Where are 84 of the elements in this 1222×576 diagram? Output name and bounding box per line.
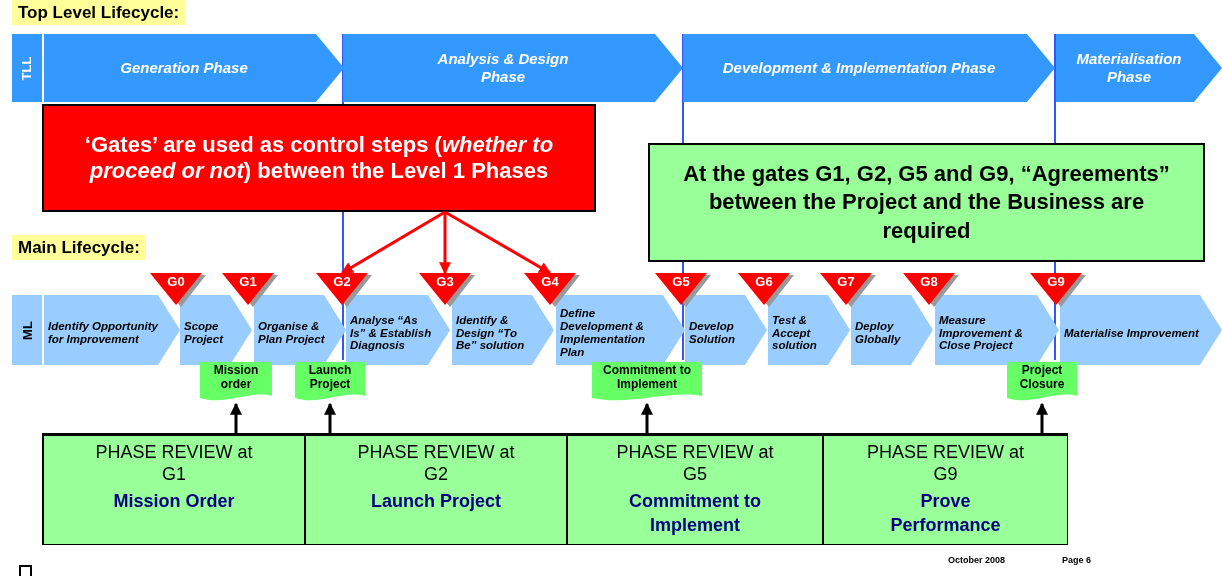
phase-label: Development & Implementation Phase: [722, 59, 996, 77]
process-step: [254, 295, 346, 365]
lane-tag: [12, 34, 42, 102]
arrow: [340, 210, 446, 275]
step-label: Measure Improvement & Close Project: [939, 313, 1024, 353]
process-step: [556, 295, 685, 365]
phase-label: Analysis & Design Phase: [436, 50, 570, 86]
phase-label: Generation Phase: [120, 59, 248, 77]
arrow: [641, 402, 653, 433]
note-text: At the gates G1, G2, G5 and G9, “Agreements” between the Project and the Business are required: [682, 159, 1171, 245]
process-step: [851, 295, 933, 365]
gate-label: G7: [837, 274, 855, 289]
step-label: Identify & Design “To Be” solution: [456, 313, 526, 353]
callout-text: ‘Gates’ are used as control steps (whether to proceed or not) between the Level 1 Phases: [84, 131, 554, 185]
lane-label: TLL: [19, 56, 35, 80]
gate-label: G2: [333, 274, 351, 289]
arrow: [230, 402, 242, 433]
process-step: [768, 295, 850, 365]
review-cell: [567, 433, 823, 545]
page-number: Page 6: [1062, 555, 1092, 565]
process-step: [935, 295, 1059, 365]
step-label: Identify Opportunity for Improvement: [48, 320, 159, 346]
step-label: Analyse “As Is” & Establish Diagnosis: [350, 313, 432, 353]
gate-triangle: [1030, 273, 1086, 307]
step-label: Materialise Improvement: [1064, 326, 1200, 340]
gate-label: G8: [920, 274, 938, 289]
process-step: [452, 295, 554, 365]
step-label: Scope Project: [184, 320, 225, 346]
process-step: [180, 295, 252, 365]
gate-triangle: [316, 273, 372, 307]
gate-label: G5: [672, 274, 690, 289]
review-heading: PHASE REVIEW at G9: [865, 442, 1025, 486]
gate-triangle: [903, 273, 959, 307]
date-text: October 2008: [948, 555, 1006, 565]
gate-triangle: [419, 273, 475, 307]
phase-banner: [1056, 34, 1222, 102]
lane-tag: [12, 295, 42, 365]
phase-banner: [44, 34, 344, 102]
gate-triangle: [150, 273, 206, 307]
lane-label: ML: [19, 320, 35, 340]
document-label: Commitment to Implement: [602, 364, 692, 392]
document-label: Project Closure: [1018, 364, 1066, 392]
review-title: Prove Performance: [889, 490, 1002, 538]
review-title: Launch Project: [371, 490, 501, 514]
gate-label: G3: [436, 274, 454, 289]
step-label: Deploy Globally: [855, 320, 902, 346]
section-heading: Main Lifecycle:: [12, 235, 146, 260]
review-cell: [305, 433, 567, 545]
gate-label: G0: [167, 274, 185, 289]
arrow: [324, 402, 336, 433]
review-heading: PHASE REVIEW at G2: [356, 442, 516, 486]
review-title: Mission Order: [113, 490, 235, 514]
gate-label: G4: [541, 274, 559, 289]
gate-label: G6: [755, 274, 773, 289]
arrow: [444, 210, 552, 275]
gate-triangle: [820, 273, 876, 307]
process-step: [44, 295, 180, 365]
phase-label: Materialisation Phase: [1075, 50, 1183, 86]
document-label: Launch Project: [307, 364, 353, 392]
review-heading: PHASE REVIEW at G1: [94, 442, 254, 486]
step-label: Develop Solution: [689, 320, 736, 346]
gate-triangle: [222, 273, 278, 307]
step-label: Define Development & Implementation Plan: [560, 307, 646, 359]
note-box: [648, 143, 1205, 262]
section-heading: Top Level Lifecycle:: [12, 0, 186, 25]
step-label: Test & Accept solution: [772, 313, 818, 353]
gate-label: G9: [1047, 274, 1065, 289]
review-cell: [42, 433, 305, 545]
process-step: [346, 295, 450, 365]
arrow: [439, 212, 451, 275]
phase-banner: [343, 34, 683, 102]
document-label: Mission order: [212, 364, 260, 392]
review-heading: PHASE REVIEW at G5: [615, 442, 775, 486]
process-step: [1060, 295, 1222, 365]
review-title: Commitment to Implement: [628, 490, 762, 538]
arrow: [1036, 402, 1048, 433]
gate-triangle: [524, 273, 580, 307]
gate-triangle: [655, 273, 711, 307]
callout-box: [42, 104, 596, 212]
gate-label: G1: [239, 274, 257, 289]
step-label: Organise & Plan Project: [258, 320, 326, 346]
gate-triangle: [738, 273, 794, 307]
review-cell: [823, 433, 1068, 545]
process-step: [685, 295, 767, 365]
